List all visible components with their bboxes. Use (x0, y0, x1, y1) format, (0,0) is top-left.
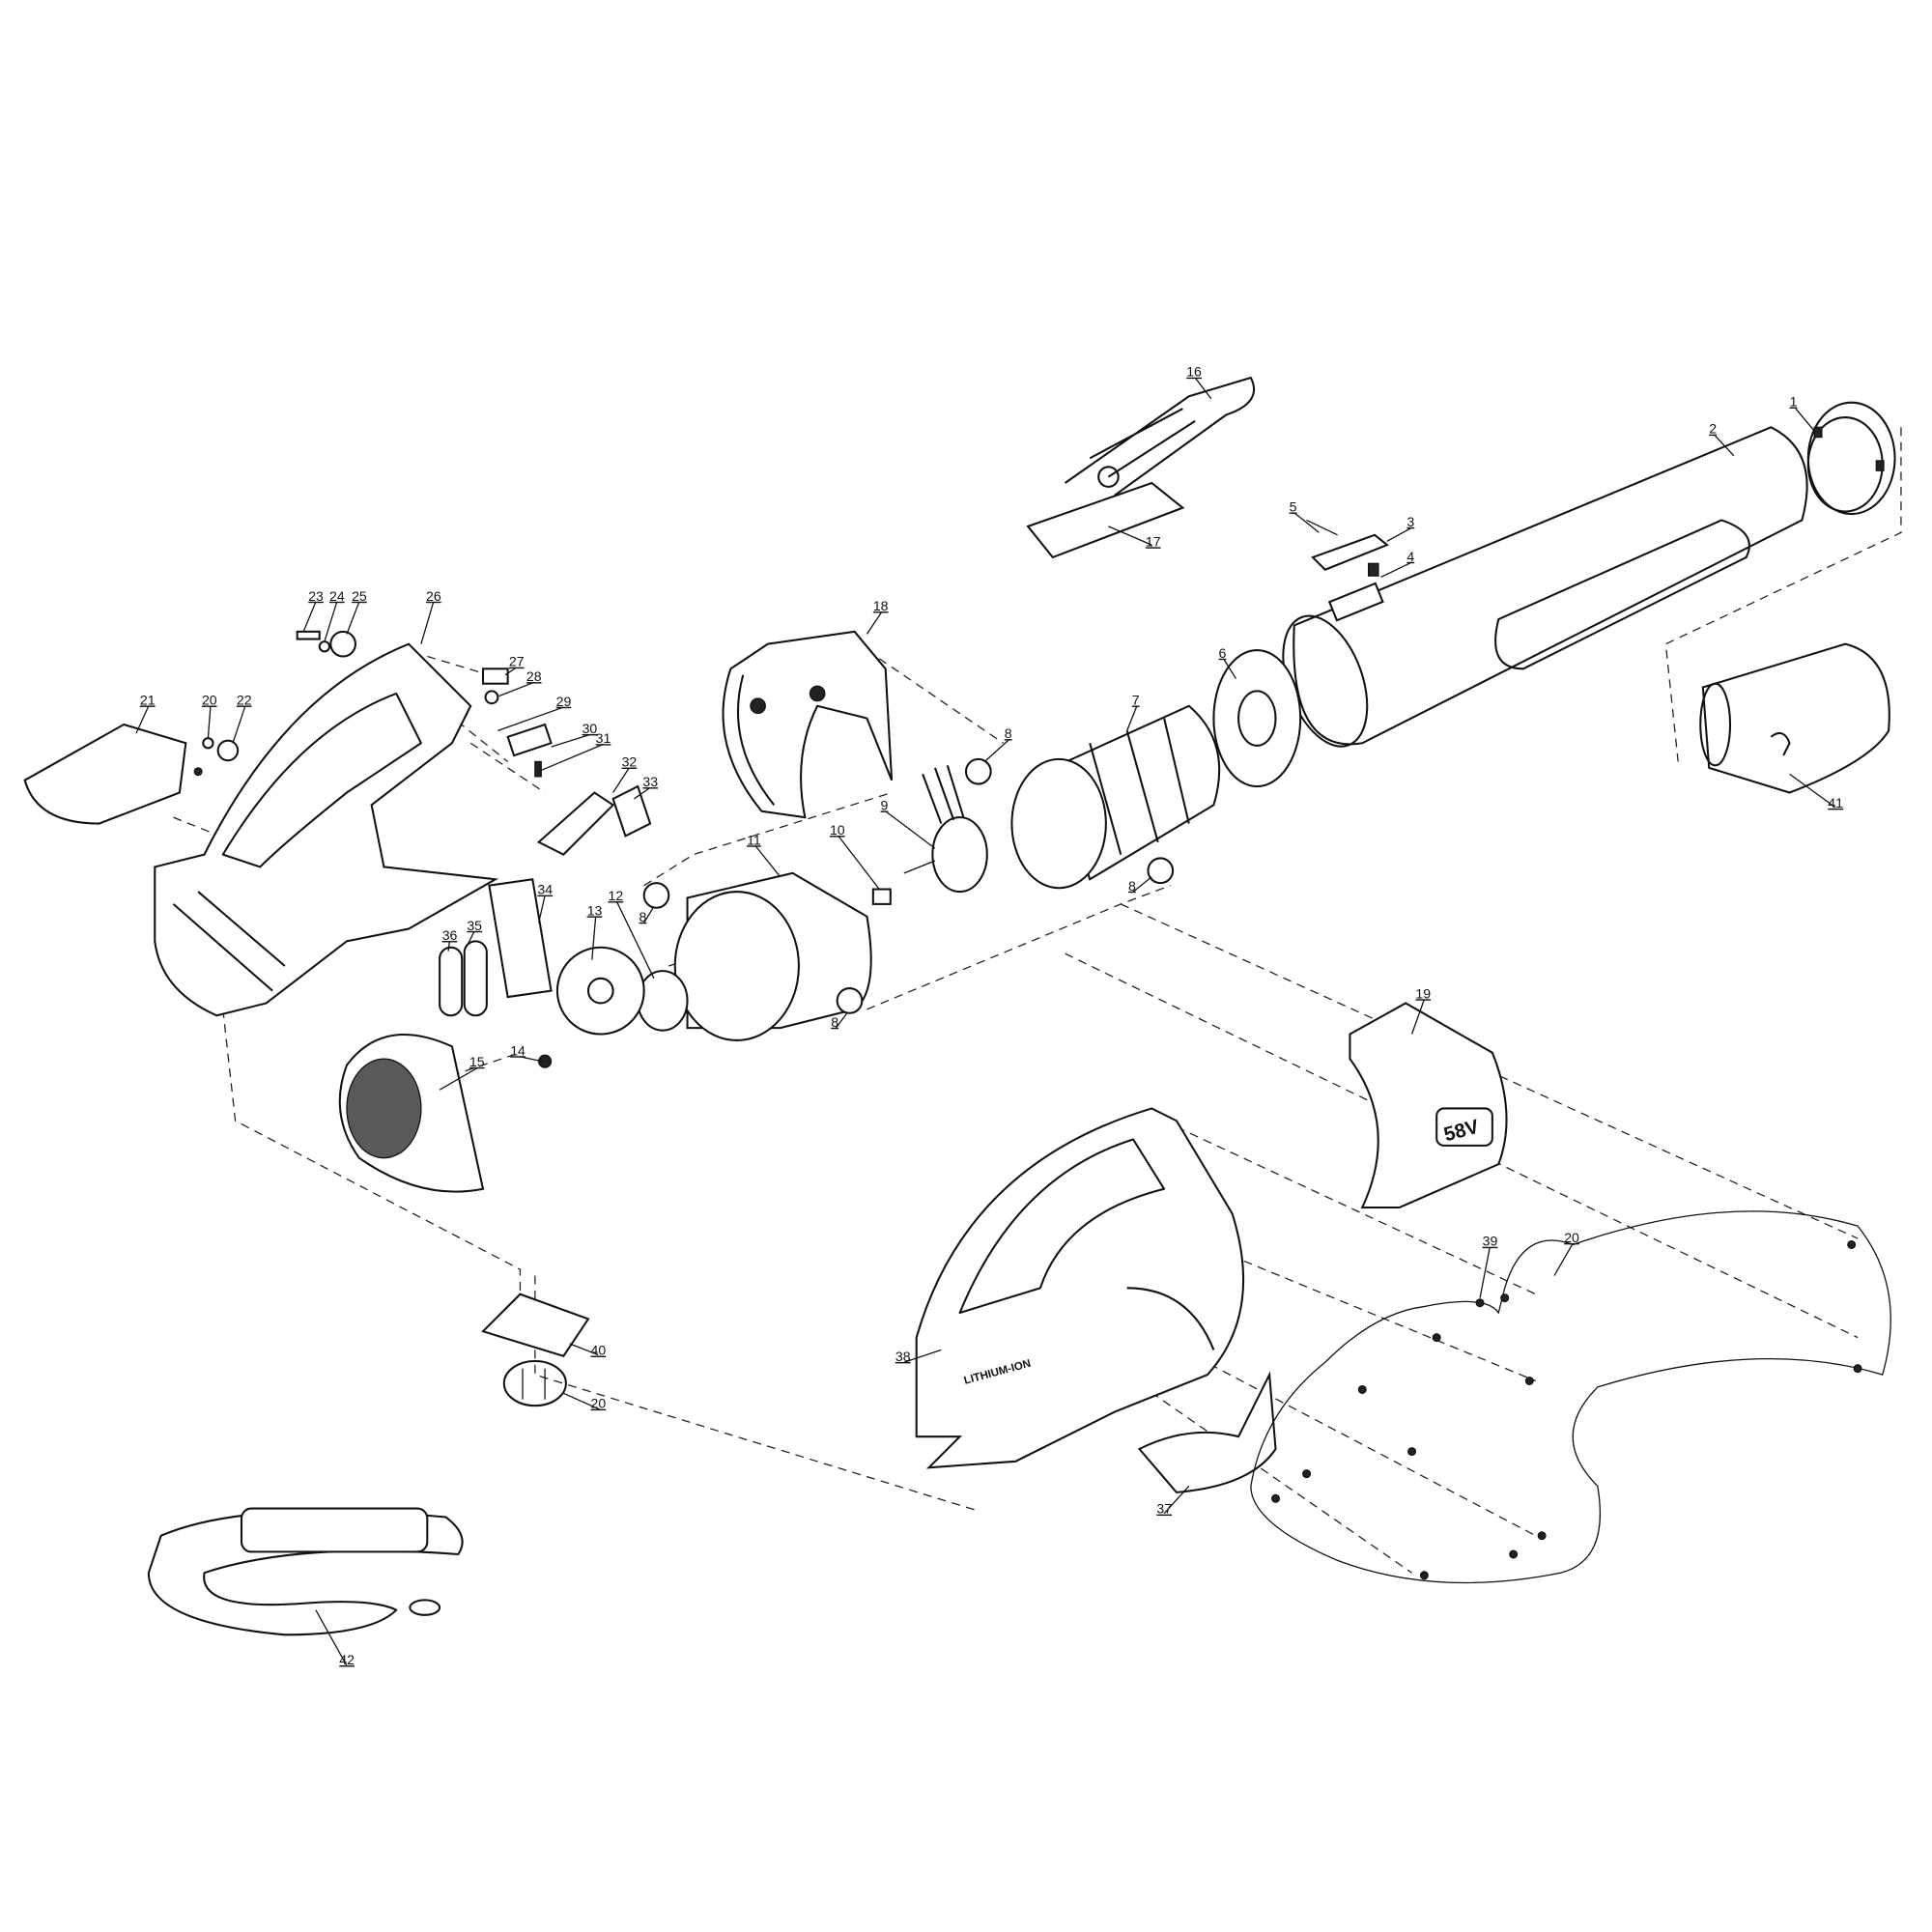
callout-4: 4 (1406, 549, 1414, 564)
callout-5: 5 (1290, 498, 1297, 514)
callout-2: 2 (1709, 421, 1717, 437)
part-34-36-control-board (439, 878, 553, 1017)
callout-29: 29 (556, 694, 572, 709)
part-26-left-housing (154, 642, 499, 1017)
callout-16: 16 (1186, 364, 1202, 380)
callout-41: 41 (1828, 795, 1843, 810)
part-16-17-electronics (1026, 377, 1256, 559)
part-11-fan-housing (673, 871, 872, 1041)
callout-6: 6 (1219, 645, 1227, 661)
part-19-cover: 58V (1349, 1002, 1508, 1209)
part-38-right-housing: LITHIUM-ION (915, 1107, 1245, 1469)
part-13-fan (555, 946, 645, 1036)
callout-39: 39 (1483, 1234, 1498, 1249)
callout-19: 19 (1415, 985, 1431, 1001)
callout-35: 35 (467, 918, 482, 933)
callout-15: 15 (469, 1054, 485, 1069)
callout-9: 9 (881, 797, 889, 812)
callout-24: 24 (329, 588, 345, 604)
part-14-nut (538, 1054, 553, 1068)
callout-13: 13 (587, 902, 603, 918)
part-6-diffuser (1212, 649, 1302, 788)
callout-32: 32 (622, 754, 638, 770)
part-37-handle-grip (1137, 1371, 1277, 1493)
callout-21: 21 (140, 692, 156, 707)
part-41-nozzle (1699, 642, 1890, 794)
callout-22: 22 (237, 692, 252, 707)
callout-40: 40 (591, 1343, 607, 1358)
leader-lines (135, 377, 1836, 1666)
callout-8: 8 (1005, 725, 1012, 741)
callout-34: 34 (537, 882, 553, 897)
callout-20: 20 (1564, 1230, 1579, 1245)
part-2-blower-tube (1282, 426, 1808, 748)
callout-31: 31 (596, 730, 611, 746)
part-8-nuts (642, 757, 1175, 1014)
callout-7: 7 (1132, 692, 1140, 707)
callout-37: 37 (1156, 1501, 1172, 1517)
callout-26: 26 (426, 588, 441, 604)
part-9-motor (903, 765, 988, 894)
callout-27: 27 (509, 654, 525, 669)
callout-33: 33 (642, 774, 658, 789)
callout-11: 11 (747, 832, 761, 847)
callout-38: 38 (895, 1349, 911, 1364)
callout-1: 1 (1790, 394, 1798, 410)
part-1-tube-ring (1806, 401, 1896, 516)
part-40-cover-plate (481, 1293, 590, 1407)
callout-36: 36 (442, 927, 458, 943)
callout-25: 25 (352, 588, 367, 604)
part-20-screws (193, 767, 1891, 1584)
part-15-intake-grille (338, 1034, 485, 1193)
callout-8: 8 (831, 1014, 838, 1030)
part-3-5-latch (1306, 519, 1389, 577)
part-7-motor-housing (1010, 704, 1221, 890)
callout-labels: 1 2 3 4 5 6 7 8 8 8 8 9 10 11 12 13 14 1… (140, 364, 1843, 1667)
callout-30: 30 (582, 721, 598, 736)
part-21-battery-cover (23, 723, 187, 825)
callout-20: 20 (591, 1396, 607, 1411)
callout-3: 3 (1406, 514, 1414, 529)
callout-42: 42 (339, 1652, 355, 1667)
callout-20: 20 (202, 692, 217, 707)
part-10-bushing (871, 888, 892, 905)
callout-10: 10 (830, 822, 845, 838)
callout-17: 17 (1146, 533, 1161, 549)
callout-28: 28 (526, 668, 542, 684)
callout-23: 23 (308, 588, 324, 604)
callout-14: 14 (510, 1042, 526, 1058)
callout-18: 18 (873, 598, 889, 613)
part-18-shroud (722, 630, 894, 819)
trigger-switch-parts (202, 630, 652, 856)
part-42-shoulder-strap (147, 1507, 464, 1636)
callout-12: 12 (608, 888, 623, 903)
callout-8: 8 (639, 909, 647, 924)
callout-8: 8 (1128, 878, 1136, 894)
part-12-motor-mount (637, 970, 689, 1032)
